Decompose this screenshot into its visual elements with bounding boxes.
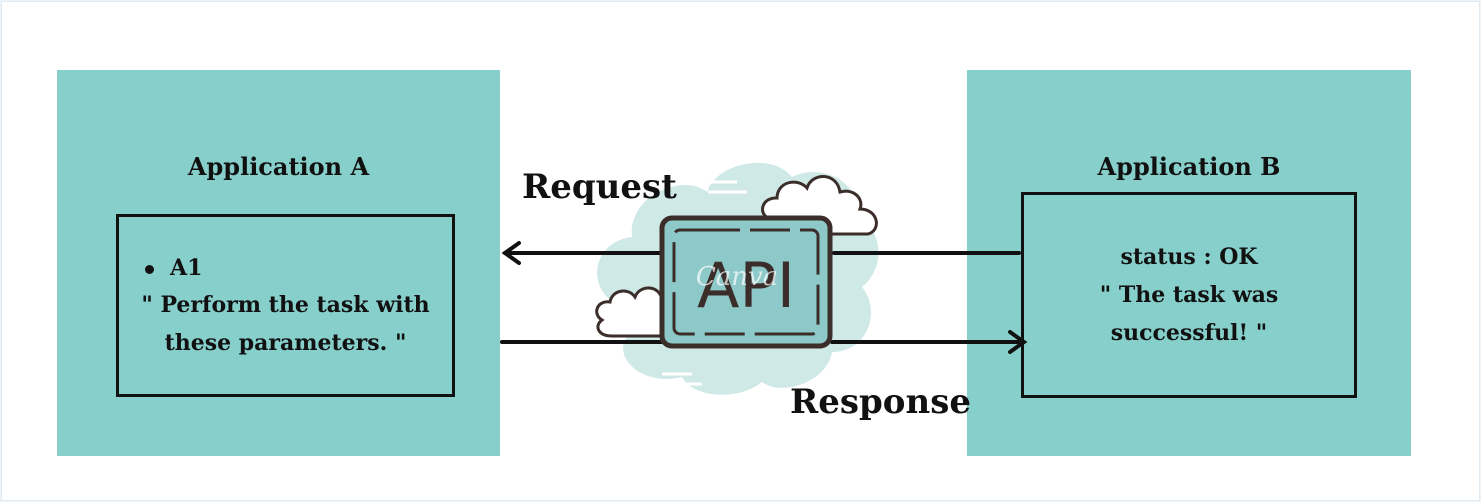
application-a-message-box: A1 " Perform the task with these paramet…: [116, 214, 455, 397]
message-line: status : OK: [1120, 244, 1258, 270]
application-b-title: Application B: [1097, 152, 1281, 181]
bullet-item: A1: [145, 255, 202, 281]
request-label: Request: [522, 167, 677, 207]
application-a-title: Application A: [187, 152, 370, 181]
message-line: " Perform the task with: [141, 292, 430, 318]
bullet-label: A1: [170, 255, 203, 281]
message-line: successful! ": [1110, 320, 1268, 346]
message-line: " The task was: [1099, 282, 1279, 308]
bullet-dot-icon: [145, 264, 154, 274]
message-line: these parameters. ": [164, 330, 407, 356]
response-label: Response: [790, 382, 971, 422]
watermark: Canva: [696, 262, 778, 292]
api-label: API: [697, 249, 795, 322]
api-icon: [659, 215, 833, 349]
application-b-panel: Application B status : OK " The task was…: [967, 70, 1411, 456]
application-b-message: status : OK " The task was successful! ": [1032, 238, 1346, 352]
arrow-left-icon: [501, 241, 521, 265]
application-b-message-box: status : OK " The task was successful! ": [1021, 192, 1357, 398]
application-a-panel: Application A A1 " Perform the task with…: [57, 70, 500, 456]
application-a-message: " Perform the task with these parameters…: [127, 286, 444, 362]
arrow-right-icon: [1008, 330, 1028, 354]
